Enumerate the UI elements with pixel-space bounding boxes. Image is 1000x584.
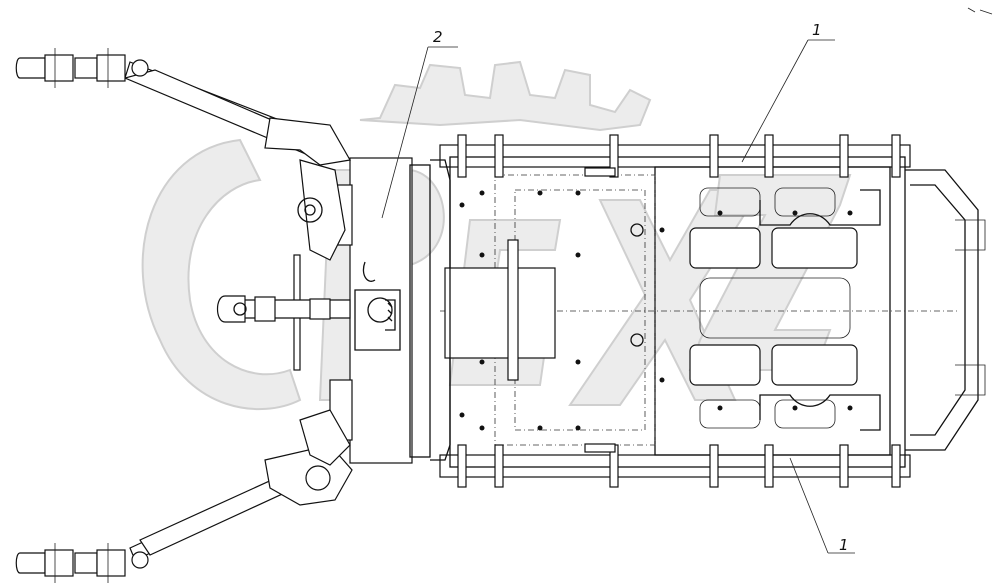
center-shaft [507, 239, 519, 381]
lower-link-arm [15, 409, 353, 583]
callout-1-top-label: 1 [812, 21, 822, 39]
upper-pivot [297, 197, 323, 223]
upper-link-arm [15, 48, 351, 261]
center-hitch [216, 254, 351, 371]
hole-lower [630, 333, 644, 347]
corner-mark [967, 7, 993, 15]
frame-assembly [439, 134, 986, 488]
pin-bottom [584, 443, 616, 453]
center-housing [444, 267, 556, 359]
callout-2: 2 [381, 28, 458, 219]
pin-top [584, 167, 616, 177]
beam-web [409, 164, 431, 458]
lower-pivot [305, 465, 331, 491]
rear-bracket [905, 169, 979, 451]
front-beam [349, 157, 413, 464]
callout-1-bottom-label: 1 [839, 536, 849, 554]
front-beam-assembly [329, 157, 451, 464]
callout-2-label: 2 [433, 28, 443, 46]
mounting-pads [689, 187, 881, 431]
hole-upper [630, 223, 644, 237]
callout-1-bottom: 1 [789, 457, 855, 554]
watermark-letter-o [141, 138, 302, 411]
callouts: 2 1 1 [381, 21, 855, 554]
callout-1-top: 1 [741, 21, 835, 163]
fastener-points [459, 190, 853, 431]
rail-bolts [457, 134, 901, 488]
watermark-gear [359, 60, 652, 132]
